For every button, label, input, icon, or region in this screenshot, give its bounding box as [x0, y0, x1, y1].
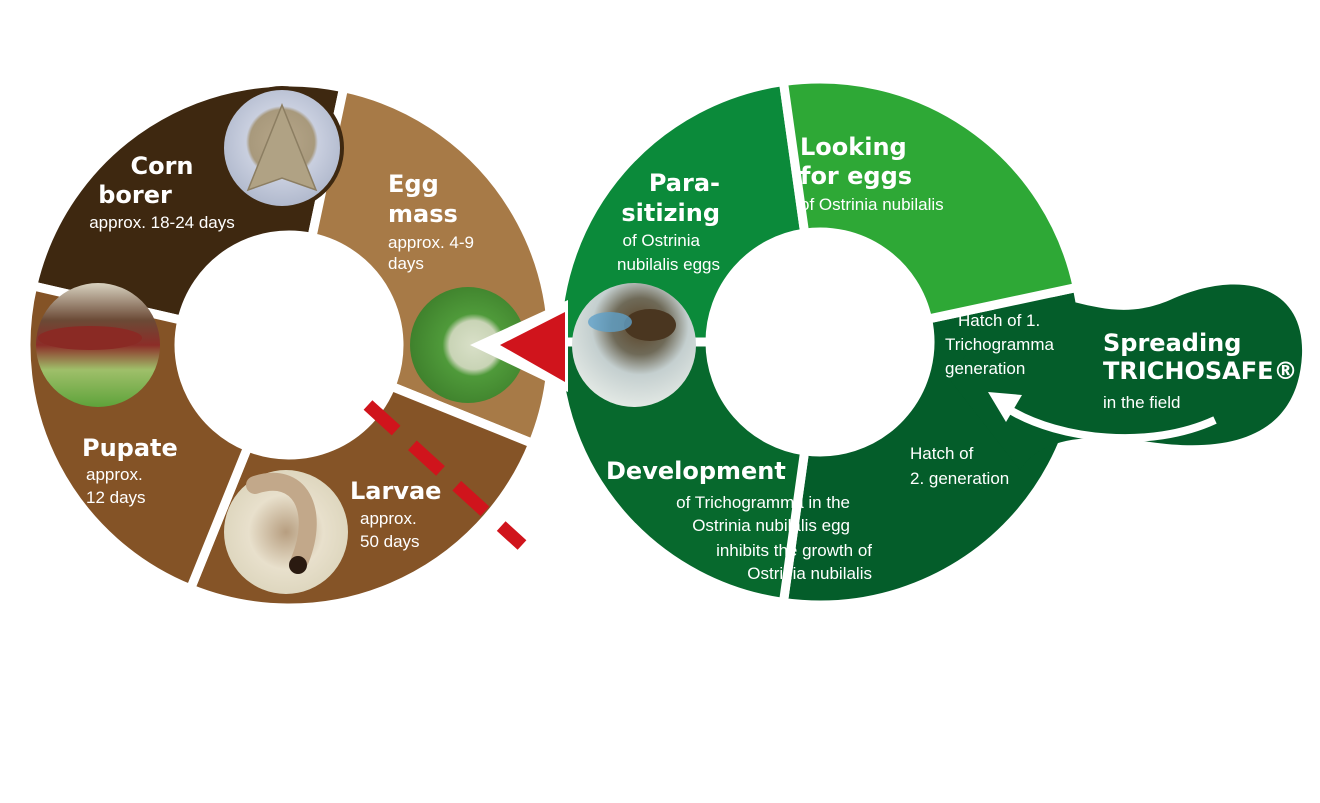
larva-photo: [224, 470, 348, 594]
text: Trichogramma: [945, 335, 1054, 354]
label-egg-mass: Egg mass approx. 4-9 days: [388, 170, 474, 273]
label-pupate: Pupate approx. 12 days: [82, 434, 178, 507]
text: Ostrinia nubilalis egg: [692, 516, 850, 535]
wasp-wing-icon: [588, 312, 632, 332]
text: Hatch of 1.: [958, 311, 1040, 330]
text: 2. generation: [910, 469, 1009, 488]
text: of Ostrinia nubilalis: [800, 195, 944, 214]
segment-looking: [778, 74, 1083, 325]
photos: [36, 86, 696, 594]
duration: 50 days: [360, 532, 420, 551]
label-development: Development of Trichogramma in the Ostri…: [606, 457, 872, 583]
arrowhead-icon: [988, 392, 1022, 422]
title: Looking: [800, 133, 907, 161]
label-looking: Looking for eggs of Ostrinia nubilalis: [800, 133, 944, 214]
text: Ostrinia nubilalis: [747, 564, 872, 583]
brand: TRICHOSAFE®: [1103, 357, 1298, 385]
segment-parasitizing: [552, 76, 810, 347]
label-larvae: Larvae approx. 50 days: [350, 477, 441, 551]
label-corn-borer: Corn borer approx. 18-24 days: [89, 152, 235, 232]
label-hatch1: Hatch of 1. Trichogramma generation: [945, 311, 1054, 378]
red-dashed-line: [363, 400, 527, 550]
egg-cluster-photo: [410, 287, 526, 403]
title: for eggs: [800, 162, 912, 190]
release-arrow-icon: [1007, 406, 1217, 443]
text: of Ostrinia: [623, 231, 701, 250]
text: of Trichogramma in the: [676, 493, 850, 512]
duration: approx.: [86, 465, 143, 484]
label-hatch2: Hatch of 2. generation: [910, 444, 1009, 488]
wasp-icon: [624, 309, 676, 341]
text: Hatch of: [910, 444, 974, 463]
title: sitizing: [621, 199, 720, 227]
title: Corn: [130, 152, 193, 180]
duration: approx.: [360, 509, 417, 528]
title: Egg: [388, 170, 439, 198]
text: generation: [945, 359, 1025, 378]
title: Spreading: [1103, 329, 1241, 357]
label-spreading: Spreading TRICHOSAFE® in the field: [1103, 329, 1298, 412]
text: in the field: [1103, 393, 1181, 412]
text: nubilalis eggs: [617, 255, 720, 274]
duration: days: [388, 254, 424, 273]
label-parasitizing: Para- sitizing of Ostrinia nubilalis egg…: [617, 169, 720, 274]
duration: approx. 18-24 days: [89, 213, 235, 232]
title: Larvae: [350, 477, 441, 505]
larva-head-icon: [289, 556, 307, 574]
wasp-photo: [572, 283, 696, 407]
red-triangle-icon: [500, 312, 565, 382]
title: Pupate: [82, 434, 178, 462]
duration: 12 days: [86, 488, 146, 507]
title: Para-: [649, 169, 720, 197]
pupa-icon: [38, 326, 142, 350]
text: inhibits the growth of: [716, 541, 872, 560]
title: borer: [98, 181, 172, 209]
moth-icon: [246, 102, 318, 192]
title: Development: [606, 457, 786, 485]
larva-icon: [246, 472, 317, 569]
title: mass: [388, 200, 458, 228]
duration: approx. 4-9: [388, 233, 474, 252]
